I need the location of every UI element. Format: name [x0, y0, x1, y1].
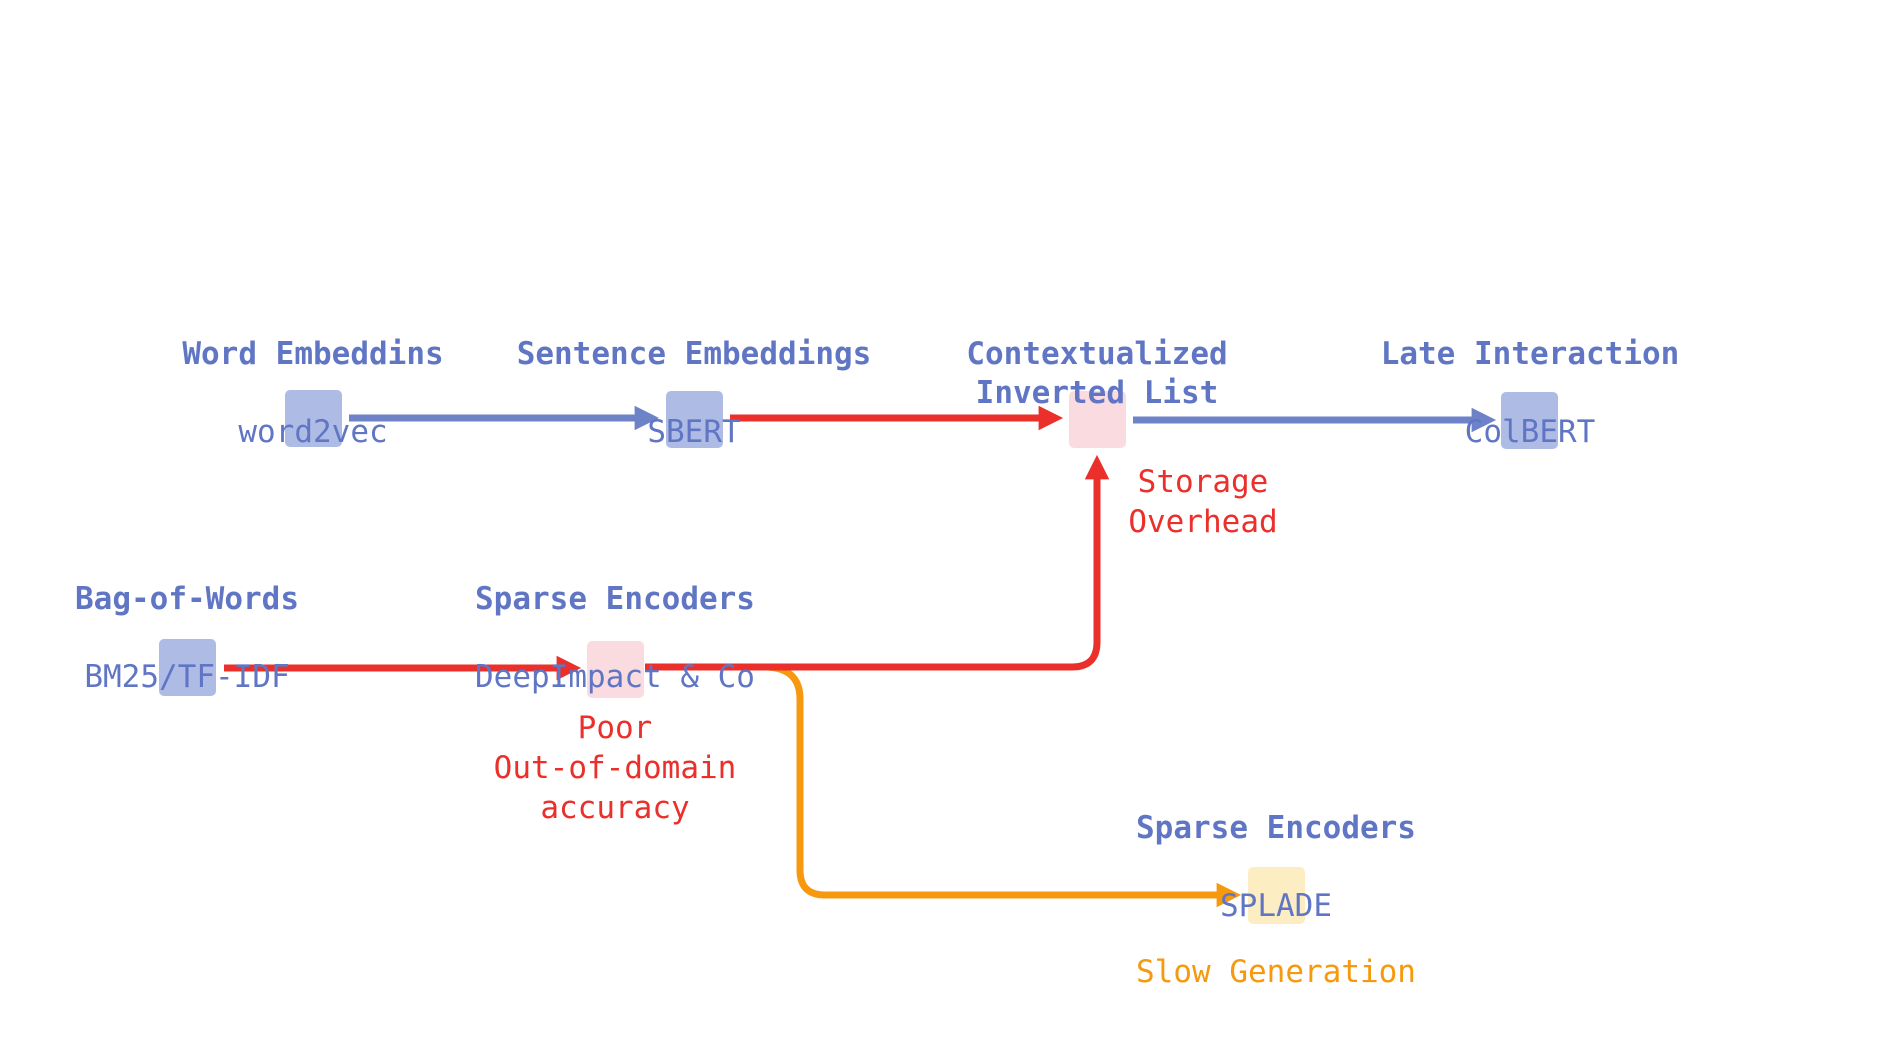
label-bag-of-words: Bag-of-Words BM25/TF-IDF [75, 541, 299, 736]
label-sparse-encoders-splade-title: Sparse Encoders [1136, 810, 1416, 846]
label-late-interaction: Late Interaction ColBERT [1381, 296, 1680, 491]
label-sparse-encoders-deepimpact-title: Sparse Encoders [475, 581, 755, 617]
label-bag-of-words-title: Bag-of-Words [75, 581, 299, 617]
label-sparse-encoders-splade: Sparse Encoders SPLADE [1136, 770, 1416, 965]
node-colbert [1501, 392, 1558, 449]
label-word-embeddings: Word Embeddins word2vec [182, 296, 443, 491]
node-contextualized-inverted-list [1069, 391, 1126, 448]
label-contextualized-inverted-list: Contextualized Inverted List [966, 296, 1227, 452]
node-splade [1248, 867, 1305, 924]
label-sentence-embeddings-subtitle: SBERT [647, 414, 741, 450]
node-deepimpact [587, 641, 644, 698]
node-word2vec [285, 390, 342, 447]
label-contextualized-inverted-list-title: Contextualized Inverted List [966, 336, 1228, 411]
label-word-embeddings-title: Word Embeddins [182, 336, 444, 372]
label-sparse-encoders-splade-subtitle: SPLADE [1220, 888, 1332, 924]
label-bag-of-words-subtitle: BM25/TF-IDF [84, 659, 290, 695]
label-sparse-encoders-deepimpact: Sparse Encoders DeepImpact & Co [475, 541, 755, 736]
node-bm25-tfidf [159, 639, 216, 696]
label-late-interaction-title: Late Interaction [1380, 336, 1680, 372]
node-sbert [666, 391, 723, 448]
annotation-slow-generation: Slow Generation [1136, 954, 1416, 990]
annotation-storage-overhead: Storage Overhead [1128, 464, 1278, 540]
arrow-deepimpact-to-splade [767, 663, 1242, 908]
label-late-interaction-subtitle: ColBERT [1464, 414, 1596, 450]
label-sparse-encoders-deepimpact-subtitle: DeepImpact & Co [475, 659, 755, 695]
label-sentence-embeddings: Sentence Embeddings SBERT [517, 296, 872, 491]
annotation-poor-out-of-domain-accuracy: Poor Out-of-domain accuracy [493, 710, 737, 826]
label-word-embeddings-subtitle: word2vec [238, 414, 388, 450]
arrow-deepimpact-to-contextualized-inverted-list [645, 454, 1110, 671]
label-sentence-embeddings-title: Sentence Embeddings [516, 336, 872, 372]
